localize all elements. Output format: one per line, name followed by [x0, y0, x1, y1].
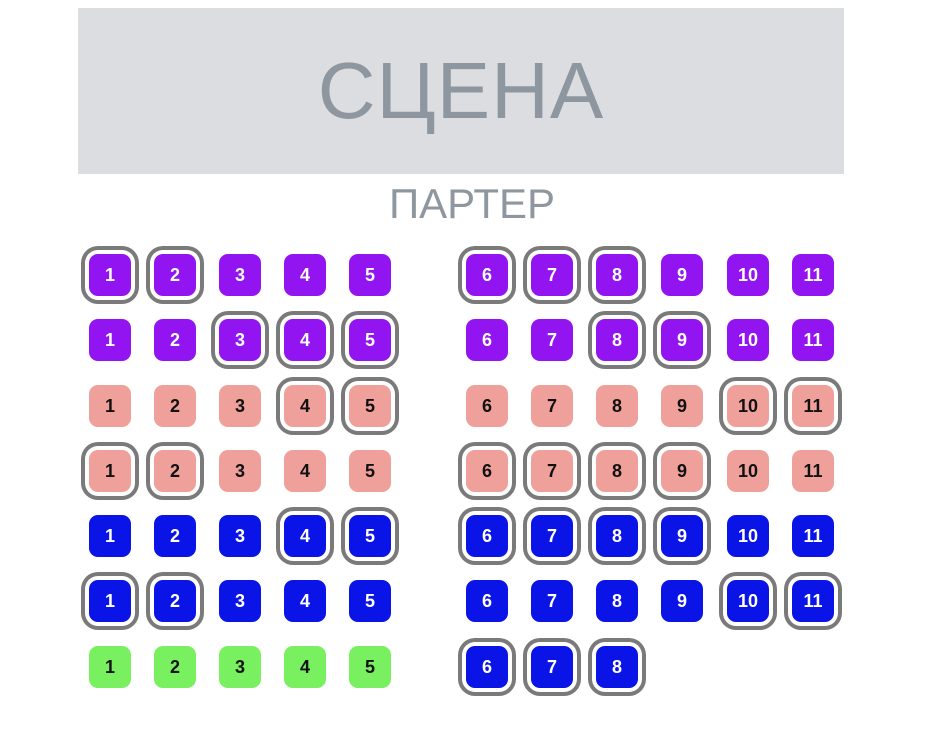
seat-row-3-2[interactable]: 2 [154, 385, 196, 427]
seat-row-3-5[interactable]: 5 [349, 385, 391, 427]
seat-row-3-7[interactable]: 7 [531, 385, 573, 427]
seat-row-7-5[interactable]: 5 [349, 646, 391, 688]
seat-row-4-11[interactable]: 11 [792, 450, 834, 492]
seat-row-4-8[interactable]: 8 [596, 450, 638, 492]
seat-row-5-11[interactable]: 11 [792, 515, 834, 557]
seat-row-6-4[interactable]: 4 [284, 580, 326, 622]
seat-row-5-2[interactable]: 2 [154, 515, 196, 557]
seat-row-3-3[interactable]: 3 [219, 385, 261, 427]
seat-row-1-11[interactable]: 11 [792, 254, 834, 296]
seat-row-3-6[interactable]: 6 [466, 385, 508, 427]
seat-row-4-7[interactable]: 7 [531, 450, 573, 492]
seat-row-7-4[interactable]: 4 [284, 646, 326, 688]
seat-row-8-7[interactable]: 7 [531, 646, 573, 688]
seat-row-2-5[interactable]: 5 [349, 319, 391, 361]
seat-row-5-10[interactable]: 10 [727, 515, 769, 557]
seat-row-2-10[interactable]: 10 [727, 319, 769, 361]
seat-row-2-2[interactable]: 2 [154, 319, 196, 361]
stage: СЦЕНА [78, 8, 844, 174]
seat-row-4-3[interactable]: 3 [219, 450, 261, 492]
seat-row-5-3[interactable]: 3 [219, 515, 261, 557]
seat-row-6-11[interactable]: 11 [792, 580, 834, 622]
seat-row-4-1[interactable]: 1 [89, 450, 131, 492]
seat-row-3-11[interactable]: 11 [792, 385, 834, 427]
seat-row-3-10[interactable]: 10 [727, 385, 769, 427]
seat-row-1-2[interactable]: 2 [154, 254, 196, 296]
seat-row-2-6[interactable]: 6 [466, 319, 508, 361]
seat-row-5-9[interactable]: 9 [661, 515, 703, 557]
seat-row-5-8[interactable]: 8 [596, 515, 638, 557]
seat-row-2-3[interactable]: 3 [219, 319, 261, 361]
seat-row-5-4[interactable]: 4 [284, 515, 326, 557]
seat-row-6-2[interactable]: 2 [154, 580, 196, 622]
hall-label: ПАРТЕР [388, 180, 555, 227]
seat-row-1-6[interactable]: 6 [466, 254, 508, 296]
seat-row-6-9[interactable]: 9 [661, 580, 703, 622]
seat-row-6-5[interactable]: 5 [349, 580, 391, 622]
seat-row-1-3[interactable]: 3 [219, 254, 261, 296]
seat-row-5-1[interactable]: 1 [89, 515, 131, 557]
seat-row-1-4[interactable]: 4 [284, 254, 326, 296]
seat-row-1-9[interactable]: 9 [661, 254, 703, 296]
seat-row-2-1[interactable]: 1 [89, 319, 131, 361]
seat-row-6-1[interactable]: 1 [89, 580, 131, 622]
seat-row-8-6[interactable]: 6 [466, 646, 508, 688]
seat-row-6-3[interactable]: 3 [219, 580, 261, 622]
seat-row-7-1[interactable]: 1 [89, 646, 131, 688]
seat-row-4-9[interactable]: 9 [661, 450, 703, 492]
seat-row-5-5[interactable]: 5 [349, 515, 391, 557]
seat-row-2-11[interactable]: 11 [792, 319, 834, 361]
seat-row-2-4[interactable]: 4 [284, 319, 326, 361]
seat-row-6-7[interactable]: 7 [531, 580, 573, 622]
seat-row-1-1[interactable]: 1 [89, 254, 131, 296]
seat-row-8-8[interactable]: 8 [596, 646, 638, 688]
seat-row-6-6[interactable]: 6 [466, 580, 508, 622]
seat-row-4-6[interactable]: 6 [466, 450, 508, 492]
seat-row-6-8[interactable]: 8 [596, 580, 638, 622]
seat-row-1-5[interactable]: 5 [349, 254, 391, 296]
seat-row-1-7[interactable]: 7 [531, 254, 573, 296]
seat-row-4-5[interactable]: 5 [349, 450, 391, 492]
seat-row-4-2[interactable]: 2 [154, 450, 196, 492]
seat-row-4-10[interactable]: 10 [727, 450, 769, 492]
seat-row-7-3[interactable]: 3 [219, 646, 261, 688]
seat-row-3-8[interactable]: 8 [596, 385, 638, 427]
seat-row-5-6[interactable]: 6 [466, 515, 508, 557]
seat-row-3-4[interactable]: 4 [284, 385, 326, 427]
seat-row-1-8[interactable]: 8 [596, 254, 638, 296]
seat-row-2-8[interactable]: 8 [596, 319, 638, 361]
seat-row-2-7[interactable]: 7 [531, 319, 573, 361]
seat-row-2-9[interactable]: 9 [661, 319, 703, 361]
seat-row-4-4[interactable]: 4 [284, 450, 326, 492]
stage-label: СЦЕНА [317, 46, 605, 135]
seat-row-1-10[interactable]: 10 [727, 254, 769, 296]
seat-row-3-9[interactable]: 9 [661, 385, 703, 427]
seat-row-3-1[interactable]: 1 [89, 385, 131, 427]
seat-row-7-2[interactable]: 2 [154, 646, 196, 688]
seat-row-5-7[interactable]: 7 [531, 515, 573, 557]
seat-row-6-10[interactable]: 10 [727, 580, 769, 622]
